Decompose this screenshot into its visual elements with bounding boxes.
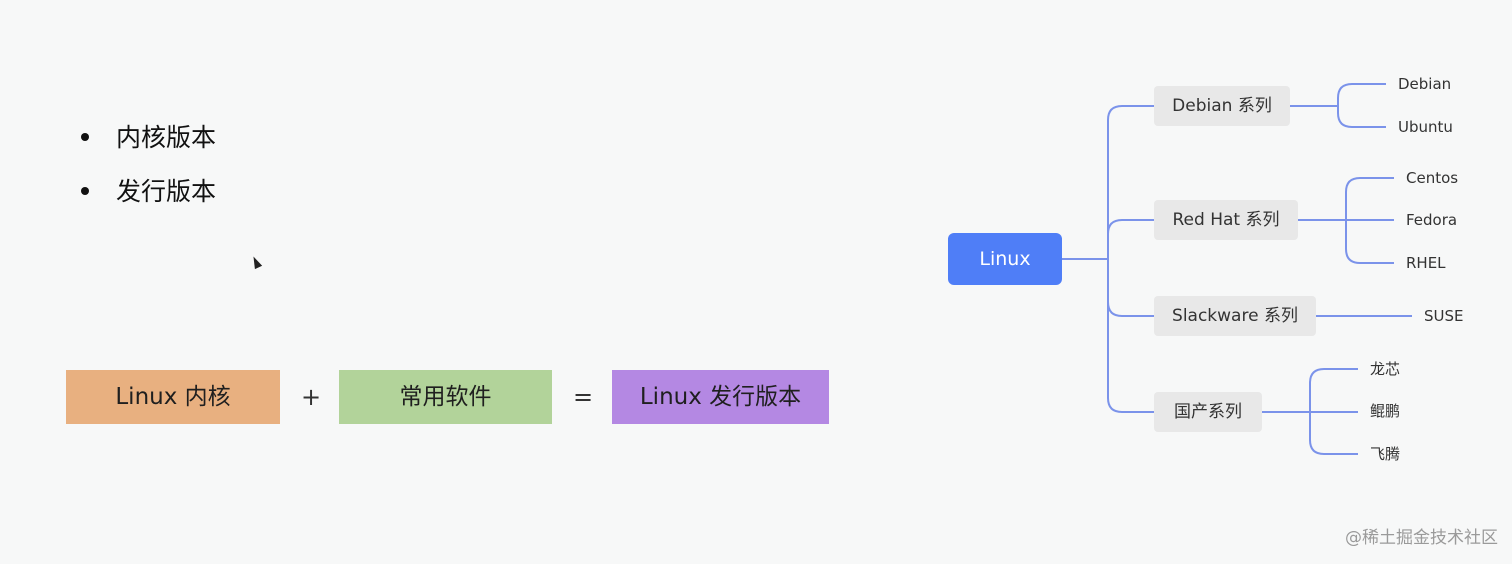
watermark: @稀土掘金技术社区 bbox=[1345, 528, 1498, 548]
leaf-connector-line bbox=[1298, 219, 1394, 264]
leaf-connector-line bbox=[1290, 83, 1386, 107]
branch-connector-line bbox=[1107, 105, 1154, 259]
branch-node bbox=[1154, 200, 1298, 240]
bullet-item-distro-version: 发行版本 bbox=[78, 170, 216, 224]
leaf-label: Ubuntu bbox=[1398, 118, 1453, 136]
branch-label: Red Hat 系列 bbox=[1173, 210, 1280, 230]
branch-connector-line bbox=[1107, 219, 1154, 259]
plus-sign: + bbox=[300, 383, 322, 411]
leaf-label: 龙芯 bbox=[1370, 360, 1400, 378]
branch-connector-line bbox=[1107, 259, 1154, 317]
root-label: Linux bbox=[979, 248, 1030, 270]
branch-node bbox=[1154, 296, 1316, 336]
equals-sign: = bbox=[572, 383, 594, 411]
linux-kernel-box: Linux 内核 bbox=[66, 370, 280, 424]
leaf-connector-line bbox=[1262, 411, 1358, 455]
leaf-label: Fedora bbox=[1406, 211, 1457, 229]
leaf-connector-line bbox=[1298, 177, 1394, 221]
leaf-label: 鲲鹏 bbox=[1370, 402, 1400, 420]
bullet-list: 内核版本 发行版本 bbox=[78, 116, 216, 224]
branch-node bbox=[1154, 86, 1290, 126]
branch-connector-line bbox=[1107, 259, 1154, 413]
common-software-box: 常用软件 bbox=[339, 370, 552, 424]
leaf-label: 飞腾 bbox=[1370, 445, 1400, 463]
bullet-item-kernel-version: 内核版本 bbox=[78, 116, 216, 170]
leaf-label: Centos bbox=[1406, 169, 1458, 187]
branch-node bbox=[1154, 392, 1262, 432]
branch-label: Debian 系列 bbox=[1172, 96, 1272, 116]
linux-distro-box: Linux 发行版本 bbox=[612, 370, 829, 424]
leaf-connector-line bbox=[1262, 368, 1358, 413]
leaf-label: Debian bbox=[1398, 75, 1451, 93]
branch-label: 国产系列 bbox=[1174, 402, 1242, 422]
branch-label: Slackware 系列 bbox=[1172, 306, 1298, 326]
root-node bbox=[948, 233, 1062, 285]
leaf-connector-line bbox=[1290, 105, 1386, 128]
leaf-label: SUSE bbox=[1424, 307, 1464, 325]
leaf-label: RHEL bbox=[1406, 254, 1446, 272]
